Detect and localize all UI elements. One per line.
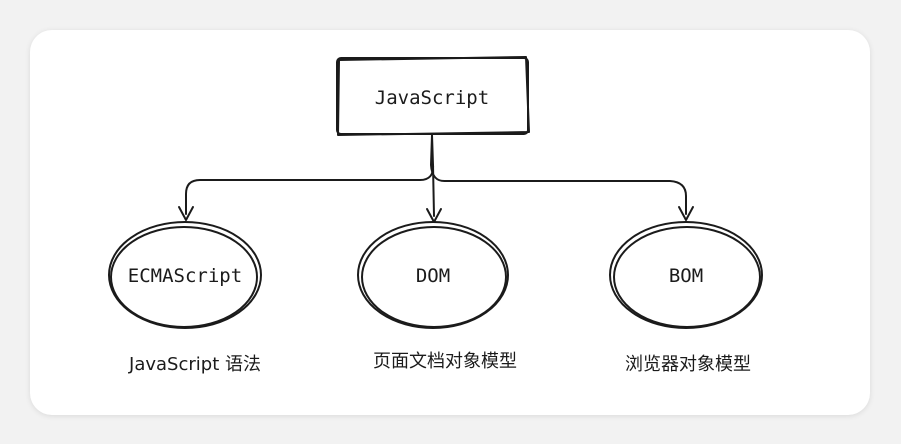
child-node-dom: DOM: [357, 221, 509, 329]
child-description: 页面文档对象模型: [373, 351, 517, 372]
child-node-bom: BOM: [609, 221, 763, 329]
trunk-line: [185, 134, 435, 215]
child-label: BOM: [669, 265, 703, 287]
center-line: [432, 164, 435, 217]
child-label: DOM: [416, 265, 450, 287]
connectors: [178, 134, 694, 223]
root-node: JavaScript: [336, 56, 530, 136]
child-description: 浏览器对象模型: [625, 354, 751, 375]
root-label: JavaScript: [375, 87, 489, 109]
child-description: JavaScript 语法: [129, 354, 261, 375]
arrow-left-icon: [178, 206, 194, 221]
child-label: ECMAScript: [128, 265, 242, 287]
child-node-ecmascript: ECMAScript: [108, 221, 262, 329]
arrow-right-icon: [678, 206, 694, 221]
